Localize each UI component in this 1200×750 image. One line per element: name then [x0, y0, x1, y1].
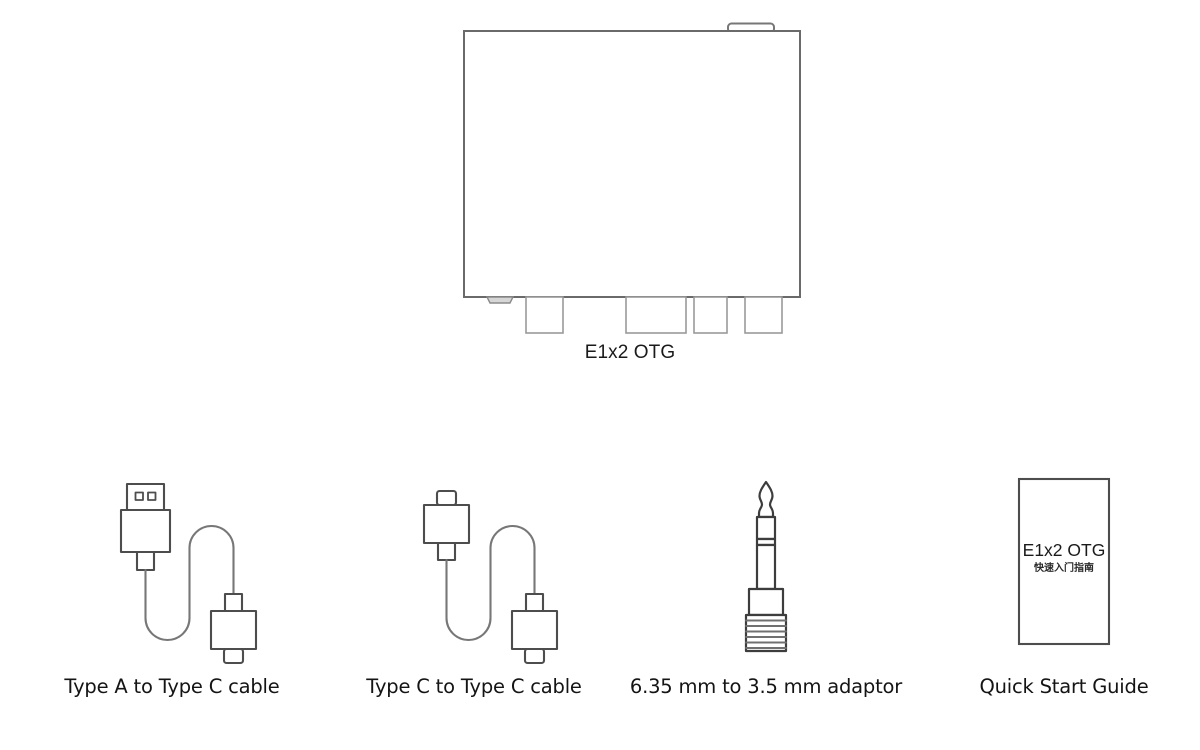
audio-interface-device-outline [463, 22, 801, 334]
usb-c-to-usb-c-cable-icon [422, 489, 559, 665]
accessory-item-type-c-to-type-c-cable: Type C to Type C cable [324, 470, 624, 730]
booklet-cover-subtitle: 快速入门指南 [1033, 561, 1094, 574]
accessory-art [324, 470, 624, 665]
accessory-art [22, 470, 322, 665]
accessory-item-quick-start-guide: E1x2 OTG 快速入门指南 Quick Start Guide [914, 470, 1200, 730]
device-port-4 [744, 296, 783, 334]
accessories-row: Type A to Type C cable [0, 470, 1200, 730]
accessory-item-type-a-to-type-c-cable: Type A to Type C cable [22, 470, 322, 730]
accessory-label: Type C to Type C cable [366, 675, 582, 698]
device-port-1 [525, 296, 564, 334]
audio-jack-adaptor-icon [744, 480, 788, 653]
booklet-cover [1017, 477, 1111, 646]
device-illustration-group: E1x2 OTG [440, 10, 820, 370]
booklet-cover-title: E1x2 OTG [1023, 540, 1106, 560]
bottom-small-tab [485, 296, 515, 304]
device-body [463, 30, 801, 298]
accessory-item-jack-adaptor: 6.35 mm to 3.5 mm adaptor [616, 470, 916, 730]
accessory-label: Quick Start Guide [979, 675, 1149, 698]
accessory-art: E1x2 OTG 快速入门指南 [914, 470, 1200, 665]
accessory-art [616, 470, 916, 665]
accessory-label: 6.35 mm to 3.5 mm adaptor [629, 675, 903, 698]
device-port-2 [625, 296, 687, 334]
accessory-label: Type A to Type C cable [64, 675, 280, 698]
usb-a-to-usb-c-cable-icon [119, 482, 258, 665]
device-caption: E1x2 OTG [584, 342, 676, 363]
booklet-icon: E1x2 OTG 快速入门指南 [1017, 477, 1111, 646]
device-port-3 [693, 296, 728, 334]
